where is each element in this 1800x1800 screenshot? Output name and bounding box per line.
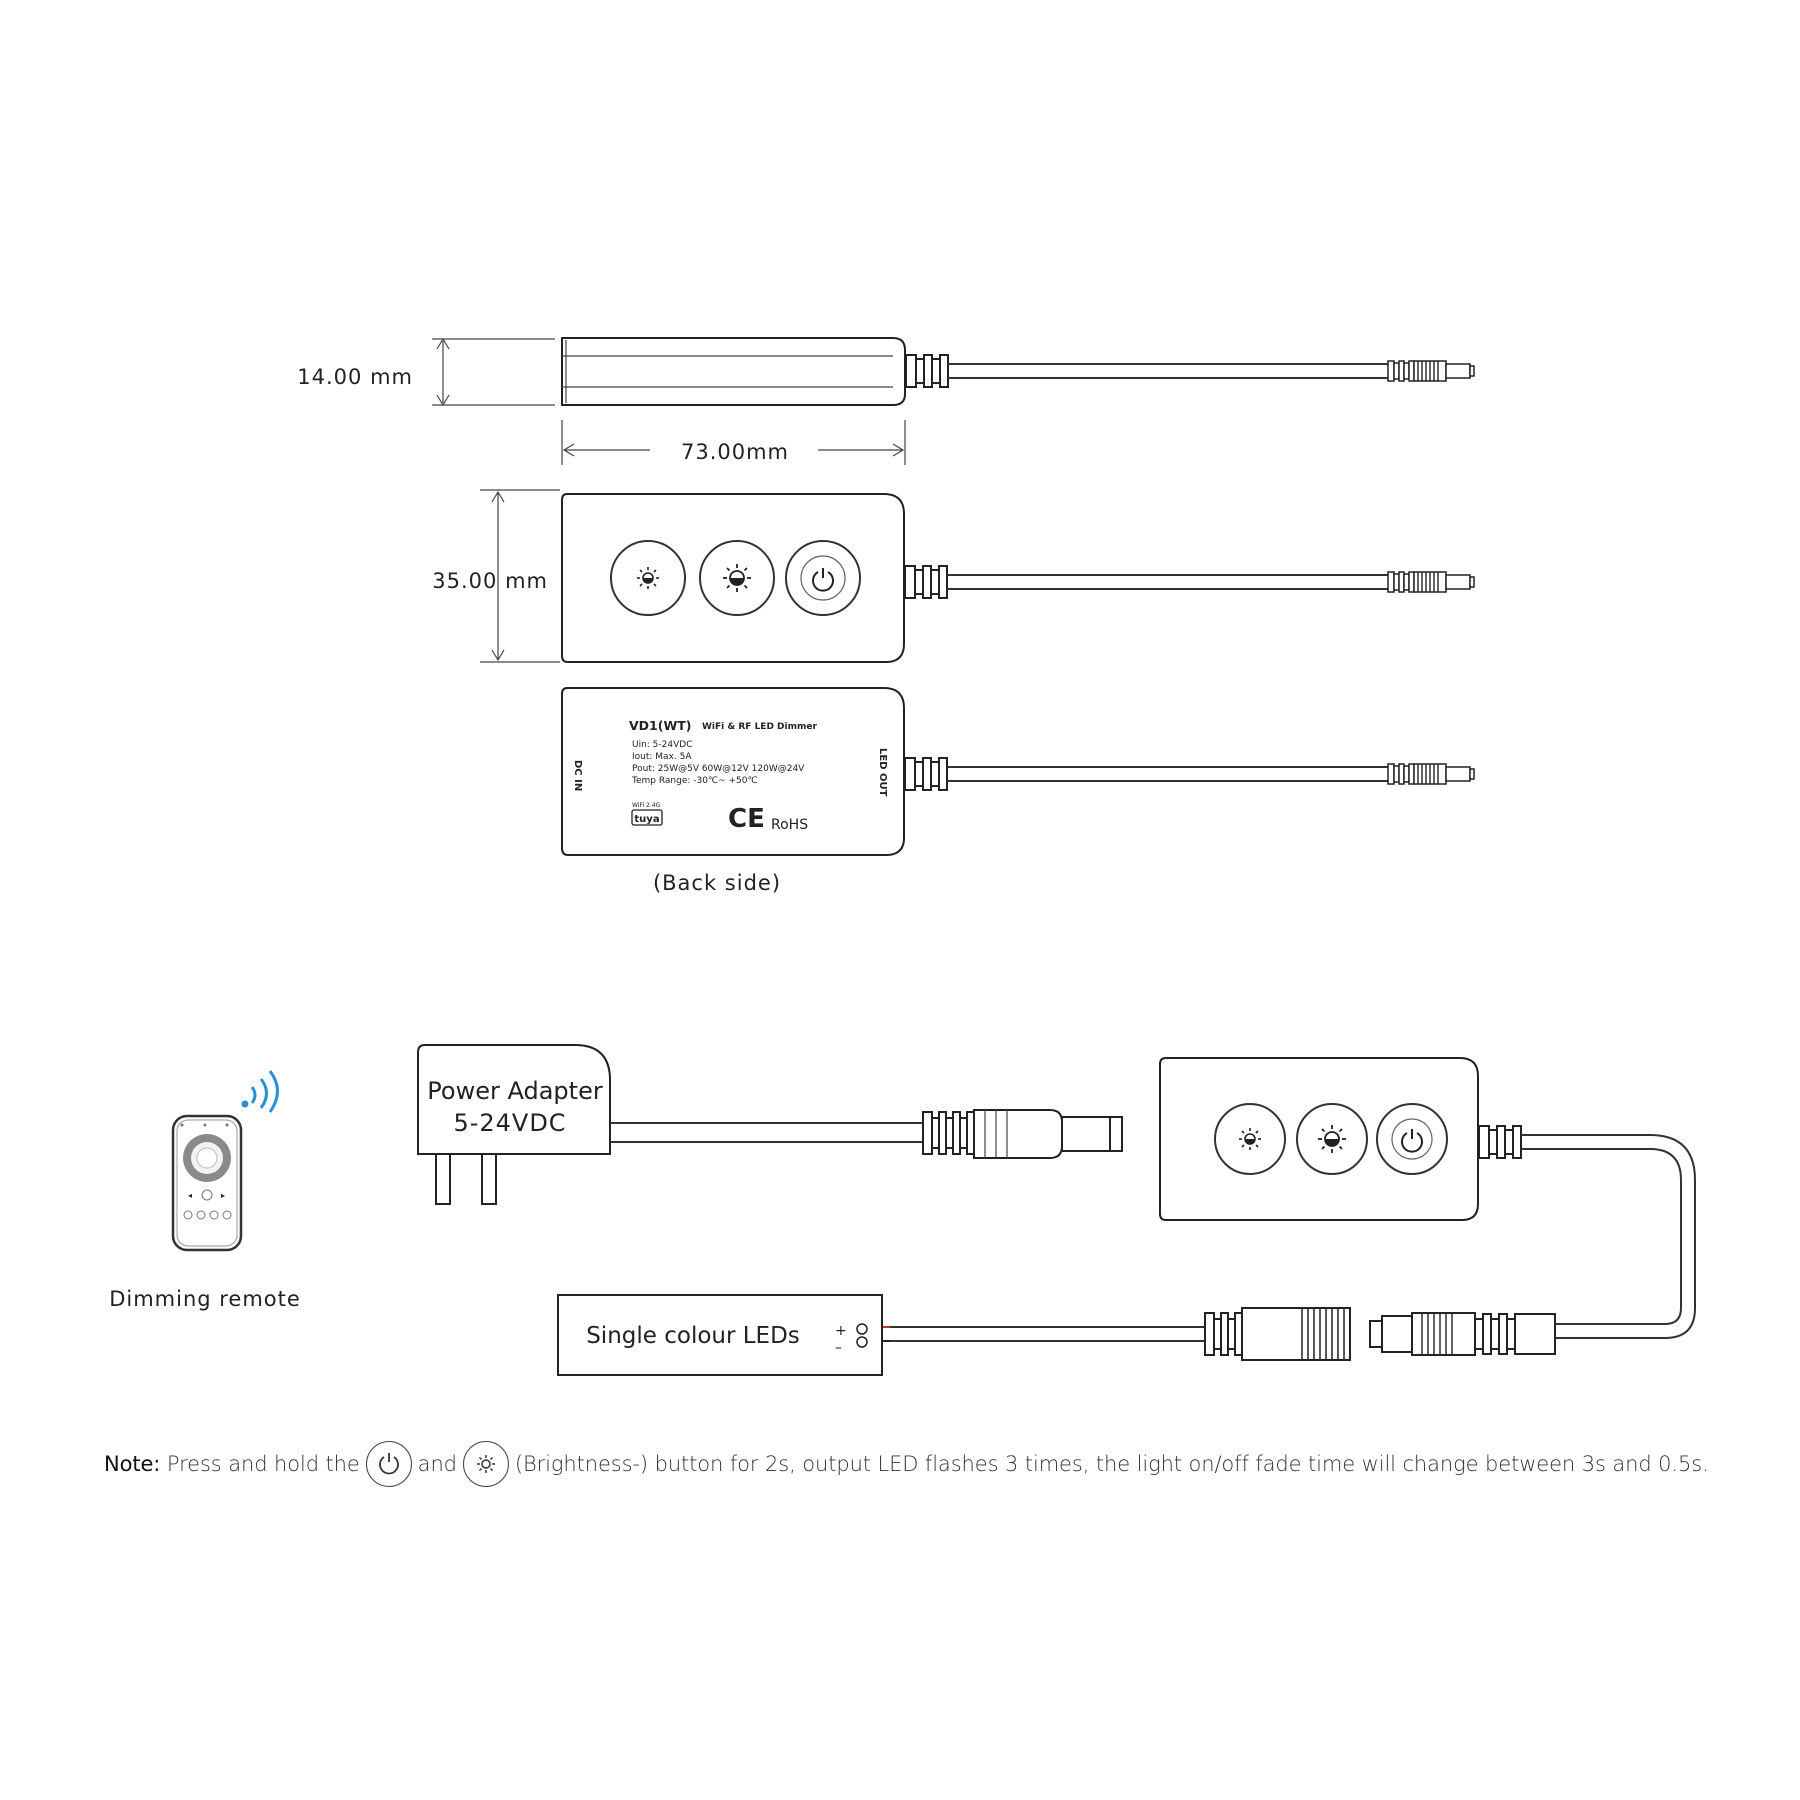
leds-label: Single colour LEDs — [586, 1323, 800, 1349]
side-view: 14.00 mm — [297, 337, 1475, 407]
dimension-length: 73.00mm — [681, 440, 789, 464]
note-line: Note: Press and hold the and (Brightness… — [104, 1438, 1764, 1490]
note-prefix: Note: — [104, 1452, 161, 1476]
adapter-label-1: Power Adapter — [427, 1077, 603, 1105]
front-view: 35.00 mm — [432, 489, 1475, 663]
product-label: WiFi & RF LED Dimmer — [702, 722, 817, 732]
iout-spec: Iout: Max. 5A — [632, 752, 692, 762]
led-strip: Single colour LEDs + – — [557, 1294, 883, 1376]
back-side-caption: (Back side) — [653, 871, 781, 895]
led-out-label: LED OUT — [877, 748, 888, 797]
dimension-height: 14.00 mm — [297, 365, 413, 389]
dc-in-label: DC IN — [572, 760, 583, 791]
wifi-label: WiFi 2.4G — [632, 802, 661, 809]
minus-label: – — [835, 1340, 842, 1356]
wiring-dimmer — [1159, 1057, 1696, 1339]
back-view: VD1(WT) WiFi & RF LED Dimmer Uin: 5-24VD… — [561, 687, 1475, 895]
adapter-dc-plug — [922, 1109, 1123, 1159]
adapter-label-2: 5-24VDC — [453, 1109, 566, 1137]
tuya-text: tuya — [634, 814, 659, 825]
length-dimension: 73.00mm — [561, 420, 906, 465]
pout-spec: Pout: 25W@5V 60W@12V 120W@24V — [632, 764, 805, 774]
remote-label: Dimming remote — [109, 1287, 301, 1311]
dimming-remote: ◂ ▸ Dimming remote — [109, 1070, 301, 1311]
power-icon — [365, 1441, 412, 1487]
power-adapter: Power Adapter 5-24VDC — [417, 1044, 1123, 1205]
led-connectors — [872, 1307, 1556, 1361]
note-text-2: and — [417, 1452, 457, 1476]
temp-spec: Temp Range: -30℃~ +50℃ — [631, 776, 758, 786]
tuya-logo — [631, 809, 663, 826]
note-text-3: (Brightness-) button for 2s, output LED … — [514, 1452, 1709, 1476]
svg-text:◂: ◂ — [188, 1191, 192, 1200]
sun-small-icon — [462, 1441, 509, 1487]
ce-mark: CE — [728, 804, 765, 834]
note-text-1: Press and hold the — [166, 1452, 360, 1476]
plus-label: + — [835, 1323, 847, 1339]
rohs-mark: RoHS — [771, 817, 808, 833]
uin-spec: Uin: 5-24VDC — [632, 740, 692, 750]
model-label: VD1(WT) — [629, 718, 692, 733]
wifi-signal-icon — [241, 1100, 249, 1108]
svg-text:▸: ▸ — [221, 1191, 225, 1200]
dimension-width: 35.00 mm — [432, 569, 548, 593]
